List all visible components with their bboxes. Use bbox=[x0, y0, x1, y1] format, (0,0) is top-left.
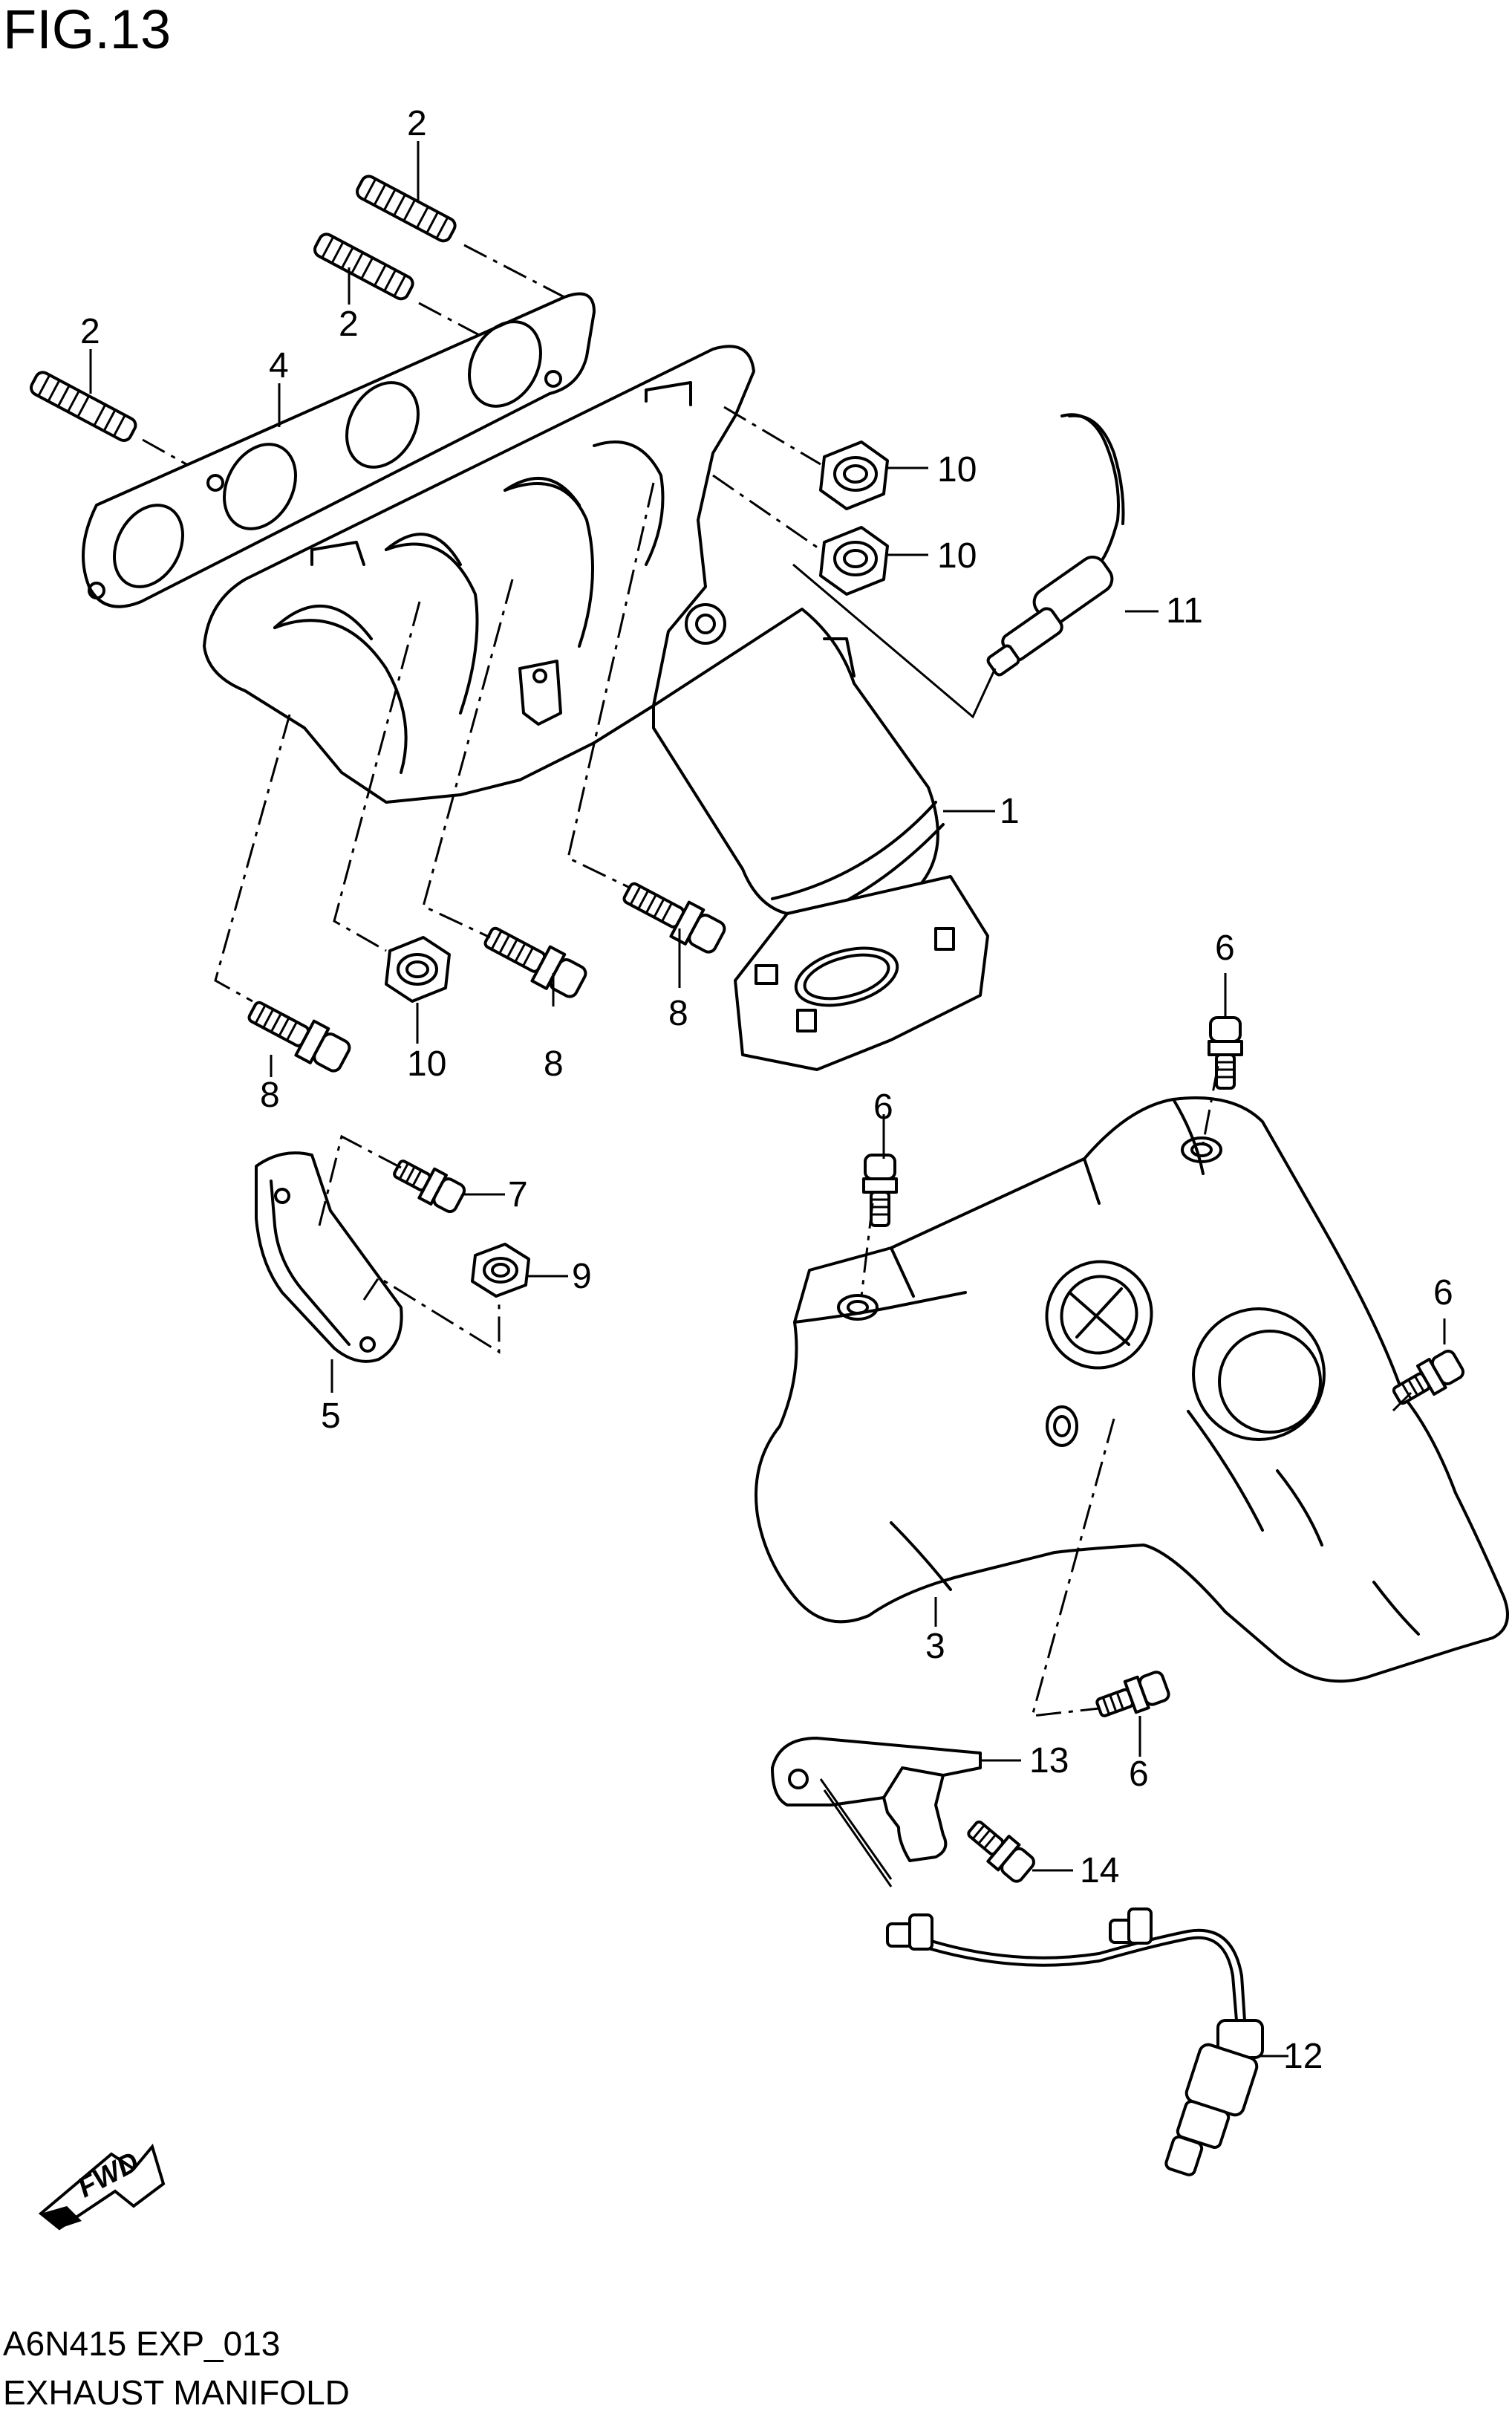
bolt-part-14 bbox=[967, 1820, 1035, 1883]
gasket-part-4 bbox=[82, 292, 596, 608]
callout-1: 1 bbox=[1000, 792, 1020, 831]
bolt-part-8-middle bbox=[483, 926, 587, 998]
callout-12: 12 bbox=[1283, 2037, 1323, 2076]
callout-6-top: 6 bbox=[1215, 928, 1235, 968]
bolt-part-6-lower bbox=[1095, 1671, 1170, 1717]
callout-5: 5 bbox=[321, 1396, 341, 1436]
oxygen-sensor-part-12 bbox=[886, 1907, 1264, 2176]
callout-8-left: 8 bbox=[260, 1076, 280, 1115]
callout-13: 13 bbox=[1029, 1741, 1069, 1780]
callout-6-lower: 6 bbox=[1129, 1754, 1149, 1794]
callout-labels: 2 2 2 4 10 10 11 1 8 10 8 8 6 6 7 9 5 6 … bbox=[80, 104, 1453, 2076]
callout-8-right: 8 bbox=[668, 994, 688, 1033]
bolt-part-6-left bbox=[862, 1154, 898, 1227]
bolt-part-6-top bbox=[1208, 1016, 1243, 1090]
heat-shield-part-3 bbox=[755, 1096, 1509, 1683]
stud-part-2-middle bbox=[313, 232, 414, 301]
callout-11: 11 bbox=[1166, 591, 1203, 631]
callout-9: 9 bbox=[572, 1257, 592, 1296]
callout-10-upper: 10 bbox=[937, 450, 977, 490]
oxygen-sensor-part-11 bbox=[986, 413, 1159, 677]
page-title: FIG.13 bbox=[3, 0, 172, 60]
callout-8-middle: 8 bbox=[544, 1044, 564, 1084]
nut-part-9 bbox=[471, 1243, 530, 1298]
callout-3: 3 bbox=[925, 1627, 945, 1666]
callout-2-left: 2 bbox=[80, 312, 100, 351]
callout-10-bottom: 10 bbox=[407, 1044, 446, 1084]
callout-4: 4 bbox=[269, 346, 289, 386]
nut-part-10-upper bbox=[819, 440, 889, 510]
bracket-part-5 bbox=[255, 1151, 403, 1363]
callout-6-left: 6 bbox=[873, 1087, 893, 1127]
exhaust-manifold-part-1 bbox=[203, 345, 989, 1071]
bolt-part-8-right bbox=[622, 882, 726, 954]
bolt-part-8-left bbox=[247, 1001, 351, 1073]
callout-2-middle: 2 bbox=[339, 305, 359, 344]
diagram-title: EXHAUST MANIFOLD bbox=[3, 2373, 350, 2412]
callout-10-lower: 10 bbox=[937, 536, 977, 576]
bolt-part-6-right bbox=[1392, 1349, 1465, 1405]
stud-part-2-left bbox=[30, 371, 137, 443]
diagram-code: A6N415 EXP_013 bbox=[3, 2324, 281, 2363]
sensor-bracket-part-13 bbox=[771, 1737, 982, 1862]
callout-14: 14 bbox=[1080, 1851, 1119, 1890]
fwd-direction-arrow: FWD bbox=[38, 2143, 166, 2231]
bolt-part-7 bbox=[393, 1160, 466, 1214]
nut-part-10-bottom bbox=[385, 936, 451, 1003]
nut-part-10-lower bbox=[819, 526, 889, 596]
callout-7: 7 bbox=[508, 1175, 528, 1214]
stud-part-2-top bbox=[356, 175, 457, 243]
callout-6-right: 6 bbox=[1433, 1273, 1453, 1313]
callout-2-top: 2 bbox=[407, 104, 427, 143]
